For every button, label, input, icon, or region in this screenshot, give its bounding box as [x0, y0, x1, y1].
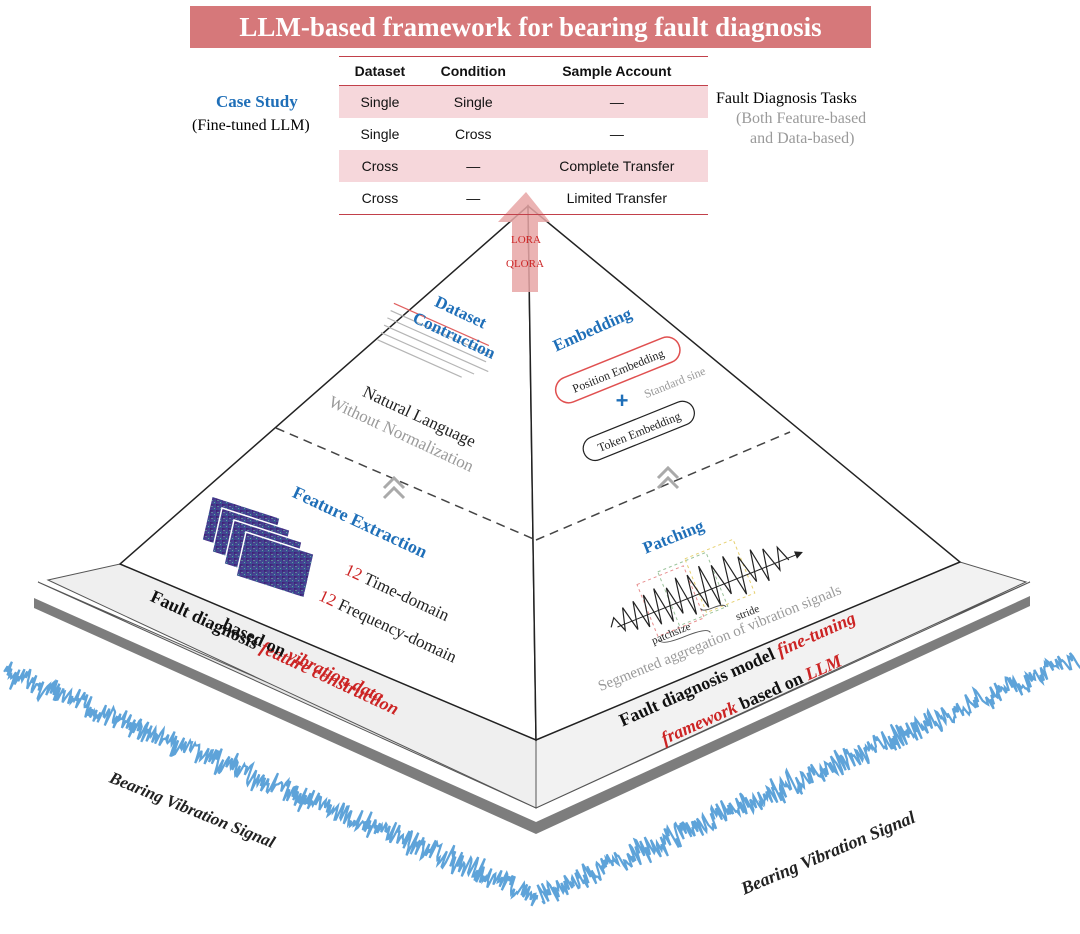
case-study-subtitle: (Fine-tuned LLM) — [192, 117, 310, 134]
lora-arrow — [498, 192, 550, 292]
fault-diagnosis-task-table: Dataset Condition Sample Account Single … — [339, 56, 708, 215]
bearing-vibration-signal-left — [3, 661, 539, 907]
header-sample-account: Sample Account — [525, 56, 708, 86]
table-cell: Limited Transfer — [525, 182, 708, 215]
token-embedding-box — [582, 400, 695, 462]
table-cell: Cross — [339, 182, 421, 215]
table-cell: Single — [339, 85, 421, 118]
position-embedding-box — [554, 336, 681, 404]
stride-brace — [700, 604, 727, 611]
right-divider — [535, 431, 791, 541]
table-cell: — — [609, 126, 624, 142]
table-row: Cross — Complete Transfer — [339, 150, 708, 182]
header-dataset: Dataset — [339, 56, 421, 86]
right-chevron-icon — [656, 465, 680, 490]
table-cell: Complete Transfer — [525, 150, 708, 182]
feature-heatmap-icon — [201, 495, 315, 599]
table-cell: — — [525, 85, 708, 118]
lora-label: LORA — [511, 234, 541, 246]
left-divider — [275, 427, 537, 541]
table-cell: Single — [420, 85, 526, 118]
table-cell: — — [420, 182, 526, 215]
patchsize-brace — [659, 630, 711, 643]
header-condition: Condition — [420, 56, 526, 86]
diagram-title: LLM-based framework for bearing fault di… — [190, 6, 871, 48]
table-cell: Single — [360, 126, 400, 142]
patch-box-2 — [657, 551, 729, 627]
case-study-title: Case Study — [216, 92, 298, 111]
table-cell: Cross — [339, 150, 421, 182]
left-chevron-icon — [382, 475, 406, 500]
table-row: Single Single — — [339, 85, 708, 118]
vibration-waveform — [610, 545, 790, 633]
qlora-label: QLORA — [506, 258, 544, 270]
bearing-vibration-signal-right — [536, 652, 1080, 905]
table-row: Single Cross — — [339, 118, 708, 150]
embedding-plus: + — [616, 388, 629, 413]
table-header-row: Dataset Condition Sample Account — [339, 56, 708, 86]
table-row: Cross — Limited Transfer — [339, 182, 708, 215]
instruction-text-lines — [377, 302, 494, 378]
tasks-subtitle-1: (Both Feature-based — [736, 110, 867, 127]
table-cell: — — [420, 150, 526, 182]
tasks-subtitle-2: and Data-based) — [750, 130, 855, 147]
patch-box-3 — [684, 538, 756, 614]
time-axis-arrow — [617, 554, 796, 628]
tasks-title: Fault Diagnosis Tasks — [716, 90, 857, 107]
patch-box-1 — [636, 565, 705, 638]
table-cell: Cross — [454, 126, 492, 142]
